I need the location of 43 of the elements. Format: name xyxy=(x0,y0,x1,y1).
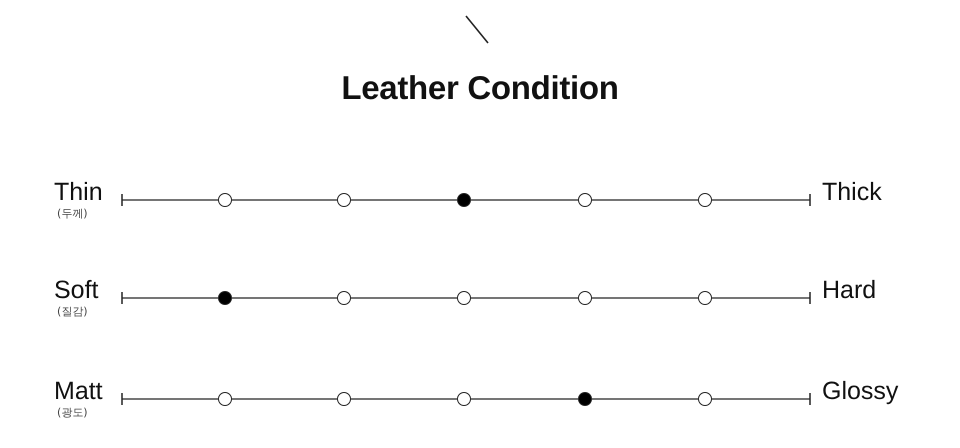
scale-line xyxy=(471,297,578,299)
scale-end-label: Matt xyxy=(54,377,103,405)
option-circle xyxy=(457,291,471,305)
scale-line xyxy=(121,291,218,305)
sub-label: (두께) xyxy=(57,207,88,220)
scale-line xyxy=(712,291,811,305)
option-circle xyxy=(218,392,232,406)
option-circle xyxy=(698,291,712,305)
scale-line xyxy=(471,199,578,201)
selected-dot xyxy=(218,291,232,305)
option-circle xyxy=(457,392,471,406)
scale-line xyxy=(232,297,337,299)
option-circle xyxy=(698,392,712,406)
scale-line xyxy=(351,398,457,400)
option-circle xyxy=(337,291,351,305)
scale-end-label: Hard xyxy=(822,276,876,304)
option-circle xyxy=(337,392,351,406)
scale-line xyxy=(592,199,698,201)
scale-line xyxy=(121,392,218,406)
option-circle xyxy=(218,193,232,207)
scale-line xyxy=(232,398,337,400)
option-circle xyxy=(578,291,592,305)
sub-label: (질감) xyxy=(57,305,88,318)
scale-line xyxy=(592,398,698,400)
scale-end-label: Glossy xyxy=(822,377,898,405)
option-circle xyxy=(337,193,351,207)
scale-line xyxy=(712,392,811,406)
scale-end-label: Soft xyxy=(54,276,98,304)
option-circle xyxy=(698,193,712,207)
scale-end-label: Thin xyxy=(54,178,103,206)
scale-line xyxy=(121,193,218,207)
scale-line xyxy=(712,193,811,207)
scale-line xyxy=(351,297,457,299)
selected-dot xyxy=(457,193,471,207)
option-circle xyxy=(578,193,592,207)
scale-line xyxy=(232,199,337,201)
scale-line xyxy=(592,297,698,299)
scale-line xyxy=(471,398,578,400)
scale-line xyxy=(351,199,457,201)
title: Leather Condition xyxy=(341,69,619,106)
selected-dot xyxy=(578,392,592,406)
sub-label: (광도) xyxy=(57,406,88,419)
scale-end-label: Thick xyxy=(822,178,882,206)
